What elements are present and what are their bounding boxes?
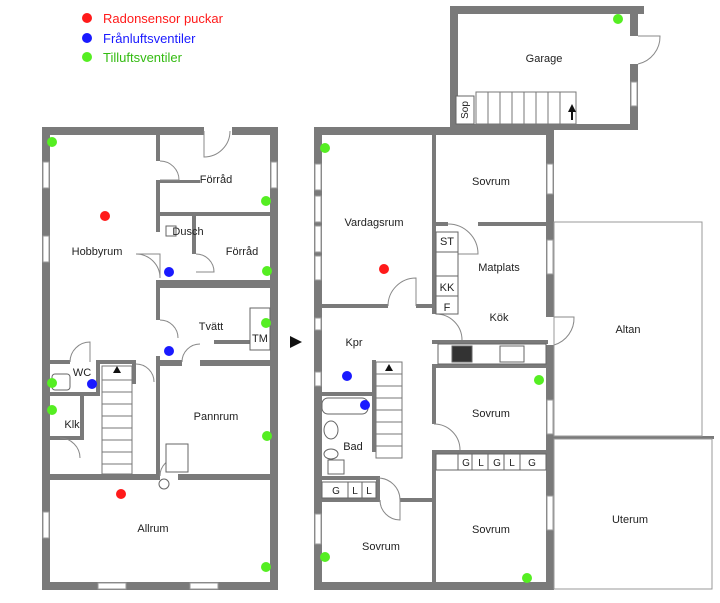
supply-vent-icon [261,196,271,206]
room-label-vardagsrum: Vardagsrum [344,217,403,229]
exhaust-vent-icon [87,379,97,389]
stairs [101,91,577,475]
room-label-sovrum-1: Sovrum [472,176,510,188]
radon-sensor-icon [379,264,389,274]
exhaust-vent-icon [164,346,174,356]
room-label-bad: Bad [343,441,363,453]
legend-label-radon: Radonsensor puckar [103,10,223,26]
room-label-uterum: Uterum [612,514,648,526]
radon-sensor-icon [100,211,110,221]
supply-vent-icon [261,318,271,328]
closet-label: L [509,458,515,469]
supply-vent-icon [262,431,272,441]
room-label-tm: TM [252,333,268,345]
windows [42,81,638,590]
supply-vent-icon [534,375,544,385]
room-label-kk: KK [440,282,455,294]
markers [47,14,623,583]
room-label-sop: Sop [460,101,471,119]
closet-label: G [493,458,501,469]
supply-vent-icon [47,137,57,147]
room-label-dusch: Dusch [172,226,203,238]
closet-label: L [366,486,372,497]
blue-dot-icon [82,33,92,43]
closet-labels: G L G L G G L L [332,458,536,497]
room-label-sovrum-2: Sovrum [472,408,510,420]
room-label-forrad-top: Förråd [200,174,232,186]
exhaust-vent-icon [342,371,352,381]
supply-vent-icon [522,573,532,583]
doors [59,35,661,521]
closet-label: L [478,458,484,469]
closet-label: G [332,486,340,497]
supply-vent-icon [47,405,57,415]
legend-item-exhaust: Frånluftsventiler [82,29,195,47]
room-label-kpr: Kpr [345,337,362,349]
legend-item-radon: Radonsensor puckar [82,9,223,27]
legend-item-supply: Tilluftsventiler [82,48,182,66]
room-label-klk: Klk [64,419,80,431]
green-dot-icon [82,52,92,62]
legend-label-exhaust: Frånluftsventiler [103,30,196,46]
room-label-f: F [444,302,451,314]
room-label-altan: Altan [615,324,640,336]
room-label-wc: WC [73,367,91,379]
room-label-allrum: Allrum [137,523,168,535]
room-label-pannrum: Pannrum [194,411,239,423]
closet-label: L [352,486,358,497]
room-label-kok: Kök [490,312,509,324]
supply-vent-icon [613,14,623,24]
exhaust-vent-icon [360,400,370,410]
stair-arrows [113,104,576,373]
fixtures [51,95,713,590]
radon-sensor-icon [116,489,126,499]
closet-label: G [462,458,470,469]
room-label-matplats: Matplats [478,262,520,274]
supply-vent-icon [320,143,330,153]
red-dot-icon [82,13,92,23]
supply-vent-icon [320,552,330,562]
legend-label-supply: Tilluftsventiler [103,49,182,65]
walls [42,6,714,590]
exhaust-vent-icon [164,267,174,277]
room-label-hobbyrum: Hobbyrum [72,246,123,258]
room-label-garage: Garage [526,53,563,65]
room-label-sovrum-3: Sovrum [472,524,510,536]
room-label-forrad-mid: Förråd [226,246,258,258]
supply-vent-icon [262,266,272,276]
supply-vent-icon [47,378,57,388]
supply-vent-icon [261,562,271,572]
room-label-st: ST [440,236,454,248]
room-labels: Garage Sop Förråd Dusch Förråd Hobbyrum … [64,53,648,553]
room-label-sovrum-4: Sovrum [362,541,400,553]
closet-label: G [528,458,536,469]
room-label-tvatt: Tvätt [199,321,223,333]
